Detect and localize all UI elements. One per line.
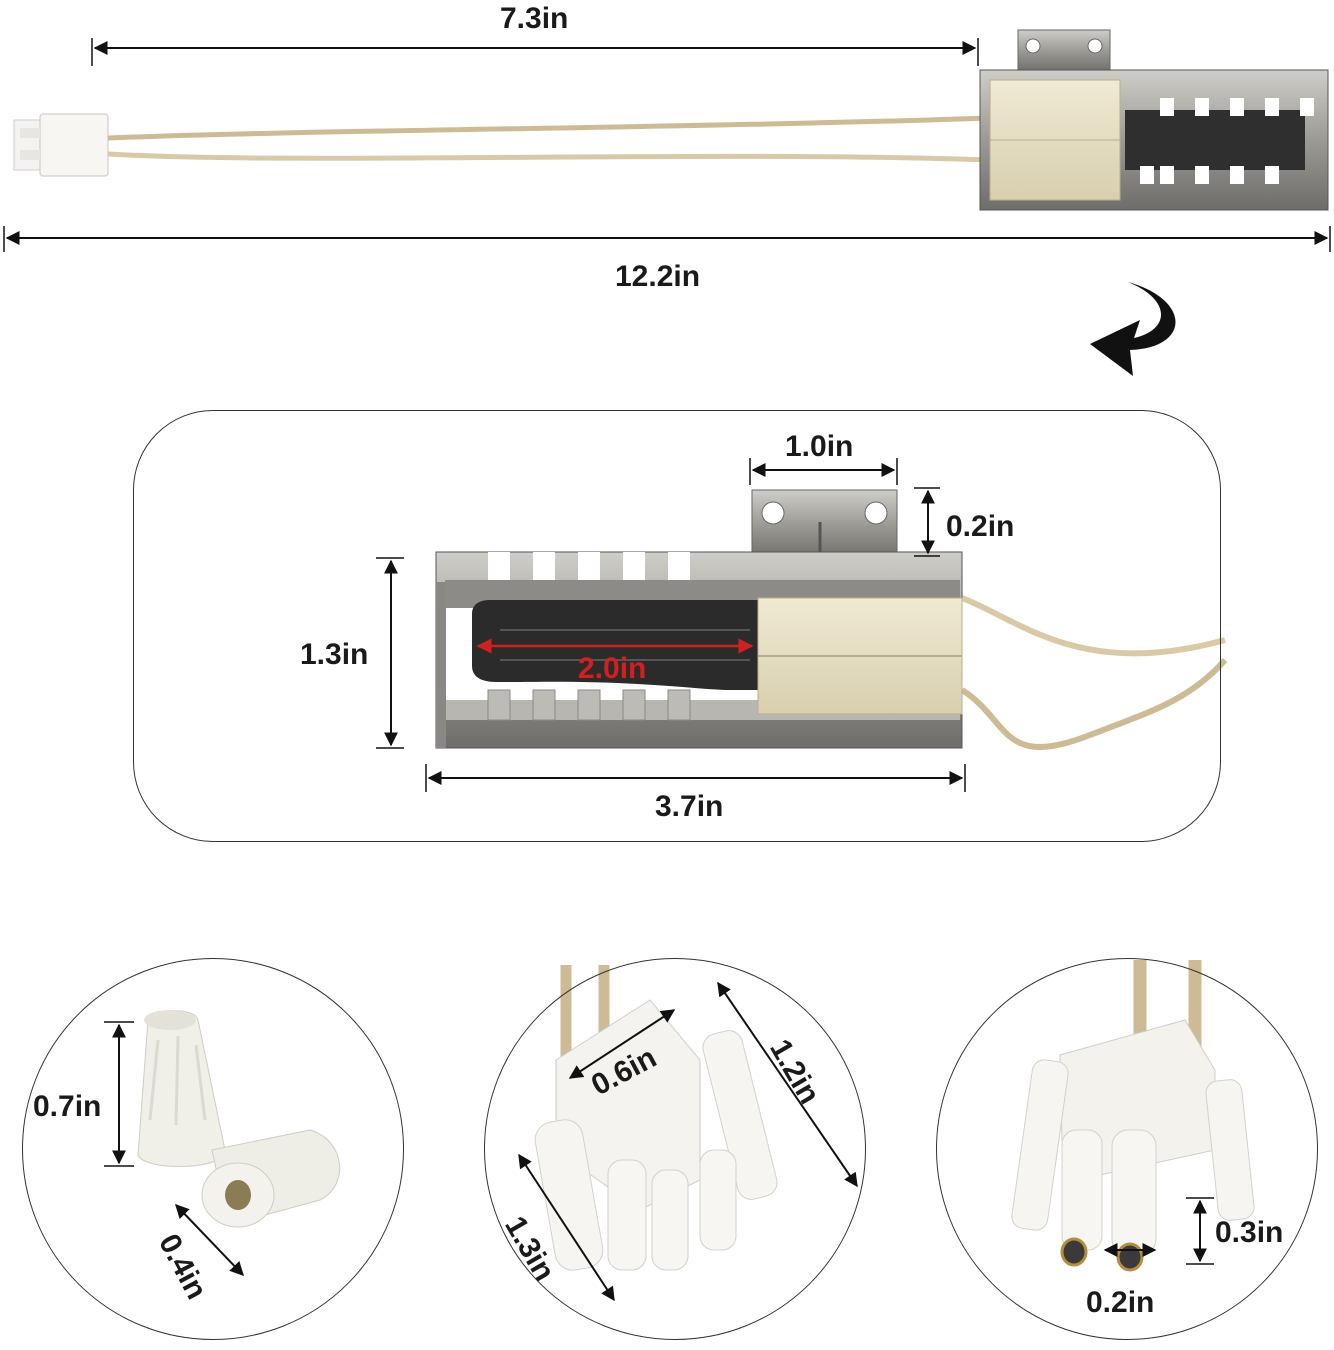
igniter-top-view	[13, 29, 1329, 211]
dim-wire-length	[91, 38, 979, 66]
terminal-height-label: 0.3in	[1215, 1216, 1284, 1249]
dim-body-length	[425, 764, 966, 792]
element-length-label: 2.0in	[578, 652, 647, 685]
wire-nut-circle	[22, 958, 404, 1340]
dim-bracket-width	[749, 458, 898, 485]
dim-overall-length	[3, 226, 1331, 252]
body-length-label: 3.7in	[655, 790, 724, 823]
wire-nut-height-label: 0.7in	[33, 1090, 102, 1123]
overall-length-label: 12.2in	[615, 260, 701, 293]
terminal-spacing-label: 0.2in	[1086, 1286, 1155, 1319]
terminal-circle	[936, 958, 1318, 1340]
dim-bracket-height	[914, 487, 940, 557]
dim-body-height	[376, 557, 404, 749]
connector-circle	[484, 958, 866, 1340]
bracket-width-label: 1.0in	[785, 430, 854, 463]
wire-length-label: 7.3in	[500, 2, 569, 35]
curved-arrow-icon	[1090, 282, 1176, 376]
bracket-height-label: 0.2in	[946, 510, 1015, 543]
detail-panel	[133, 410, 1221, 842]
body-height-label: 1.3in	[300, 638, 369, 671]
